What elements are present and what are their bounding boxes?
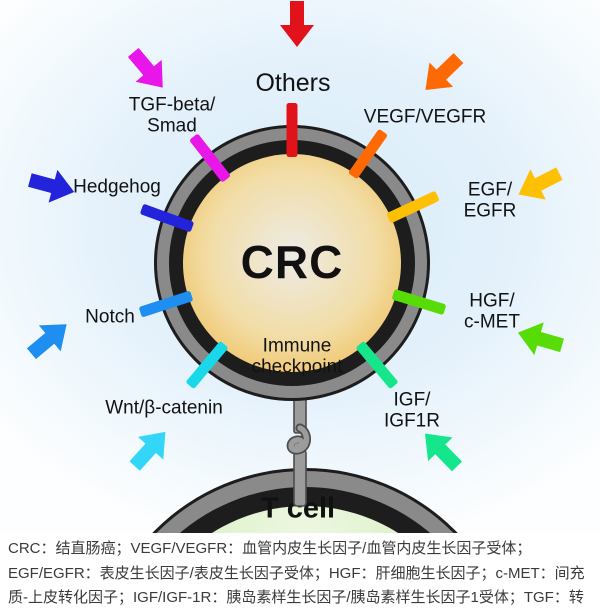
tgf-beta-smad-arrow-icon bbox=[119, 40, 178, 100]
others-arrow-icon bbox=[278, 1, 316, 47]
tgf-beta-smad-label: TGF-beta/ Smad bbox=[128, 94, 216, 137]
notch-label: Notch bbox=[85, 306, 135, 328]
notch-arrow-icon bbox=[19, 310, 79, 369]
crc-inner-line bbox=[169, 140, 415, 386]
vegf-vegfr-label: VEGF/VEGFR bbox=[363, 106, 487, 128]
immune-checkpoint-connector-icon bbox=[286, 390, 311, 507]
immune-checkpoint-label: Immune checkpoint bbox=[251, 335, 343, 378]
egf-egfr-arrow-icon bbox=[510, 157, 568, 212]
vegf-vegfr-arrow-icon bbox=[412, 44, 471, 103]
others-receptor-tick bbox=[286, 103, 298, 157]
crc-cell-body bbox=[183, 154, 401, 372]
wnt-b-catenin-arrow-icon bbox=[120, 419, 179, 479]
hgf-c-met-label: HGF/ c-MET bbox=[464, 290, 520, 333]
caption-text: CRC：结直肠癌；VEGF/VEGFR：血管内皮生长因子/血管内皮生长因子受体；… bbox=[8, 540, 585, 606]
hedgehog-label: Hedgehog bbox=[73, 176, 161, 198]
crc-label: CRC bbox=[240, 235, 344, 288]
others-label: Others bbox=[255, 69, 331, 97]
igf-igf1r-label: IGF/ IGF1R bbox=[384, 389, 440, 432]
crc-cell-circle bbox=[154, 125, 430, 401]
wnt-b-catenin-label: Wnt/β-catenin bbox=[105, 397, 223, 419]
igf-igf1r-arrow-icon bbox=[411, 420, 470, 479]
hedgehog-arrow-icon bbox=[25, 162, 79, 211]
crc-membrane-ring bbox=[157, 128, 427, 398]
hgf-c-met-arrow-icon bbox=[513, 314, 568, 363]
egf-egfr-label: EGF/ EGFR bbox=[463, 179, 517, 222]
